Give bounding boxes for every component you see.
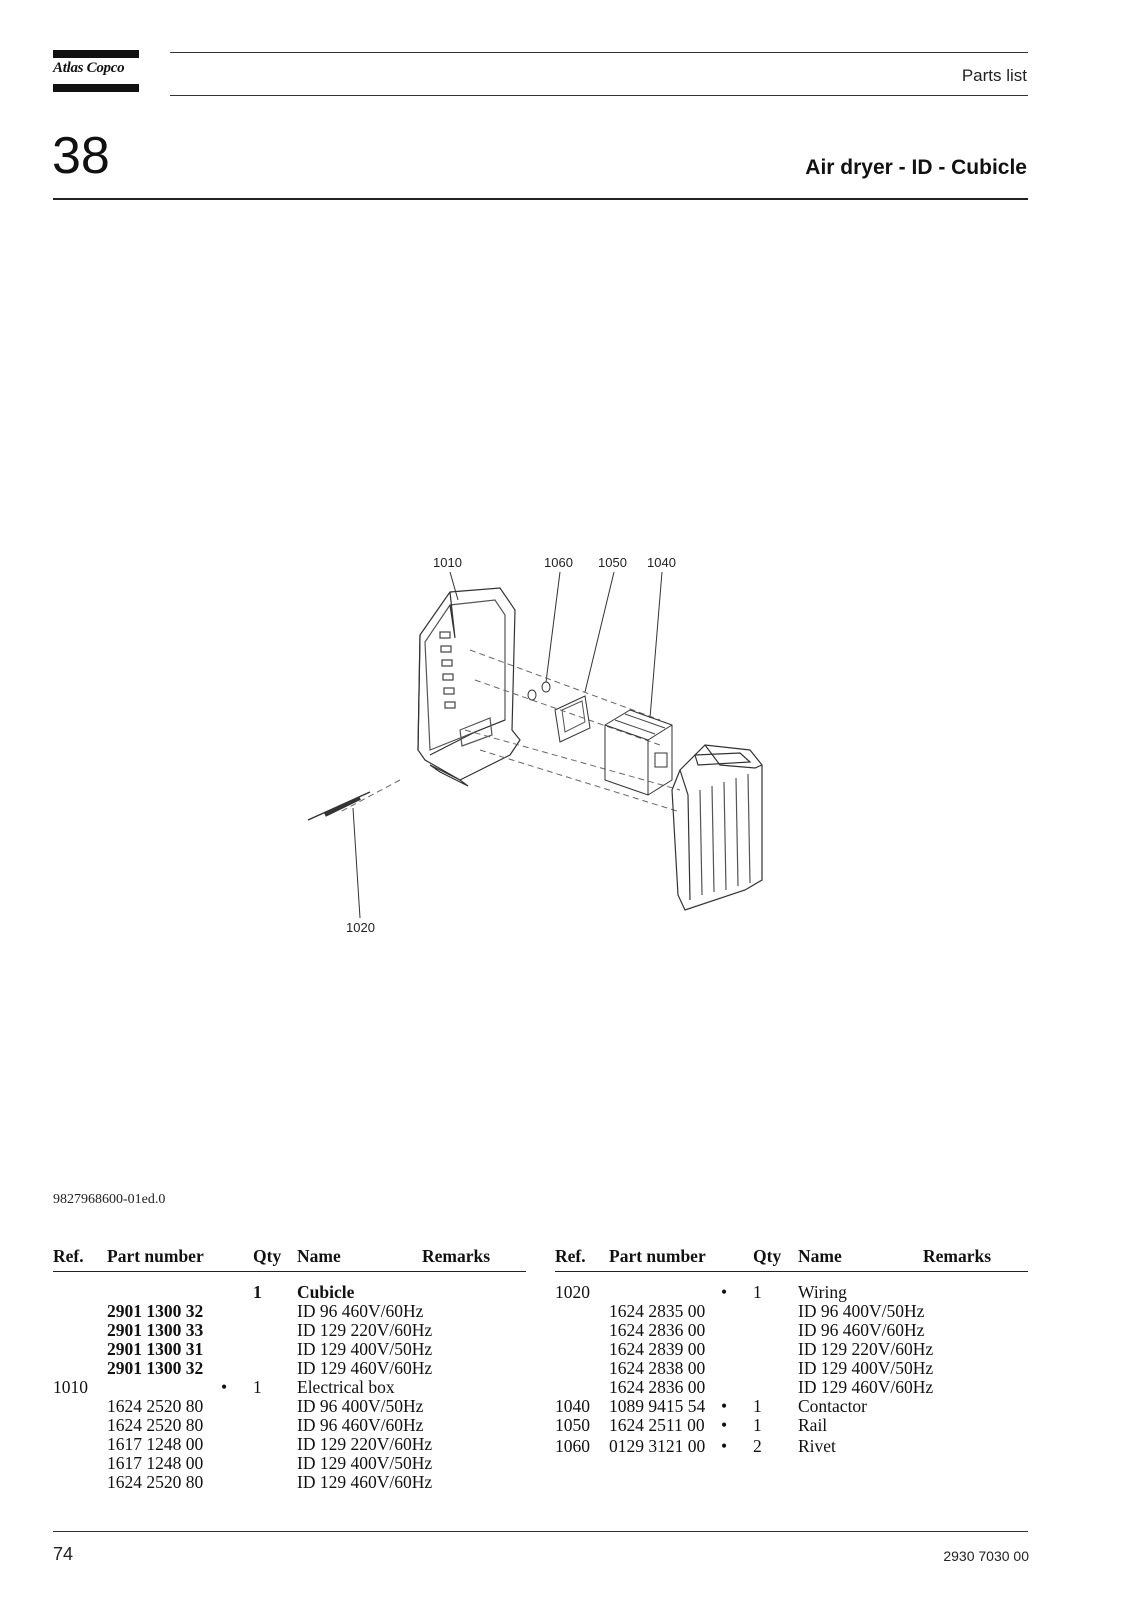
chapter-number: 38 [52, 127, 110, 185]
header-rule-top [170, 52, 1028, 53]
cell-ref: 1020 [555, 1282, 590, 1302]
col-header-ref: Ref. [555, 1246, 586, 1266]
header-rule-bottom [170, 95, 1028, 96]
cell-part-number: 1624 2520 80 [107, 1415, 204, 1435]
cell-dot: • [221, 1377, 228, 1397]
cell-name: Rivet [798, 1436, 836, 1456]
cell-name: ID 96 400V/50Hz [798, 1301, 925, 1321]
logo-bar-top [53, 50, 139, 58]
parts-table-left: Ref. Part number Qty Name Remarks 1 Cubic… [53, 1246, 526, 1506]
cell-name: ID 129 220V/60Hz [297, 1320, 433, 1340]
cell-part-number: 1624 2839 00 [609, 1339, 706, 1359]
cell-part-number: 1624 2836 00 [609, 1320, 706, 1340]
col-header-ref: Ref. [53, 1246, 84, 1266]
col-header-part-number: Part number [107, 1246, 204, 1266]
cell-name: ID 129 220V/60Hz [297, 1434, 433, 1454]
cell-qty: 1 [753, 1415, 762, 1435]
document-code: 9827968600-01ed.0 [53, 1192, 166, 1207]
col-header-name: Name [798, 1246, 842, 1266]
cell-ref: 1050 [555, 1415, 590, 1435]
cell-part-number: 1617 1248 00 [107, 1453, 204, 1473]
title-rule [53, 198, 1028, 200]
cell-dot: • [721, 1396, 728, 1416]
wiring [307, 791, 371, 821]
document-number: 2930 7030 00 [943, 1548, 1029, 1564]
cell-part-number: 2901 1300 33 [107, 1320, 204, 1340]
cover [671, 744, 763, 911]
cell-qty: 1 [253, 1282, 262, 1302]
logo-bar-bottom [53, 84, 139, 92]
cell-dot: • [721, 1415, 728, 1435]
col-header-qty: Qty [753, 1246, 782, 1266]
cell-name: ID 129 460V/60Hz [798, 1377, 934, 1397]
cell-name: ID 129 460V/60Hz [297, 1472, 433, 1492]
col-header-remarks: Remarks [422, 1246, 491, 1266]
cell-name: Cubicle [297, 1282, 355, 1302]
section-label: Parts list [961, 66, 1027, 85]
col-header-qty: Qty [253, 1246, 282, 1266]
cell-name: Electrical box [297, 1377, 395, 1397]
callout-1040: 1040 [647, 555, 676, 570]
cell-ref: 1060 [555, 1436, 590, 1456]
rivets [527, 681, 551, 701]
cell-part-number: 1089 9415 54 [609, 1396, 706, 1416]
cell-name: ID 96 460V/60Hz [297, 1301, 424, 1321]
col-header-part-number: Part number [609, 1246, 706, 1266]
cell-name: ID 96 460V/60Hz [297, 1415, 424, 1435]
page-number: 74 [53, 1544, 74, 1564]
cell-part-number: 2901 1300 31 [107, 1339, 204, 1359]
cell-dot: • [721, 1282, 728, 1302]
callout-1020: 1020 [346, 920, 375, 935]
page-title: Air dryer - ID - Cubicle [805, 156, 1027, 179]
cell-part-number: 0129 3121 00 [609, 1436, 706, 1456]
cell-part-number: 1624 2520 80 [107, 1472, 204, 1492]
cell-name: ID 129 460V/60Hz [297, 1358, 433, 1378]
col-header-name: Name [297, 1246, 341, 1266]
col-header-remarks: Remarks [923, 1246, 992, 1266]
cell-part-number: 1617 1248 00 [107, 1434, 204, 1454]
table-header-rule [53, 1271, 526, 1272]
footer-rule [53, 1531, 1028, 1532]
cell-qty: 1 [253, 1377, 262, 1397]
cell-name: ID 96 400V/50Hz [297, 1396, 424, 1416]
cell-name: ID 129 400V/50Hz [798, 1358, 934, 1378]
contactor [604, 709, 673, 796]
cell-name: ID 129 220V/60Hz [798, 1339, 934, 1359]
cell-name: ID 129 400V/50Hz [297, 1453, 433, 1473]
cell-name: Rail [798, 1415, 828, 1435]
cell-dot: • [721, 1436, 728, 1456]
cell-qty: 2 [753, 1436, 762, 1456]
cell-qty: 1 [753, 1396, 762, 1416]
cell-qty: 1 [753, 1282, 762, 1302]
table-header-rule [555, 1271, 1028, 1272]
callout-1050: 1050 [598, 555, 627, 570]
cell-part-number: 1624 2511 00 [609, 1415, 705, 1435]
exploded-view-figure: 1010 1060 1050 1040 1020 [307, 555, 763, 935]
cell-name: ID 129 400V/50Hz [297, 1339, 433, 1359]
cell-name: ID 96 460V/60Hz [798, 1320, 925, 1340]
cell-ref: 1010 [53, 1377, 88, 1397]
cell-part-number: 1624 2838 00 [609, 1358, 706, 1378]
cell-part-number: 1624 2520 80 [107, 1396, 204, 1416]
cell-part-number: 1624 2835 00 [609, 1301, 706, 1321]
callout-1060: 1060 [544, 555, 573, 570]
cell-part-number: 1624 2836 00 [609, 1377, 706, 1397]
brand-logo: Atlas Copco [53, 60, 125, 76]
electrical-box [417, 587, 521, 787]
cell-part-number: 2901 1300 32 [107, 1301, 204, 1321]
callout-1010: 1010 [433, 555, 462, 570]
cell-name: Contactor [798, 1396, 868, 1416]
cell-ref: 1040 [555, 1396, 590, 1416]
cell-part-number: 2901 1300 32 [107, 1358, 204, 1378]
parts-table-right: Ref. Part number Qty Name Remarks 1020 • 1… [555, 1246, 1028, 1506]
cell-name: Wiring [798, 1282, 847, 1302]
rail [554, 695, 591, 743]
